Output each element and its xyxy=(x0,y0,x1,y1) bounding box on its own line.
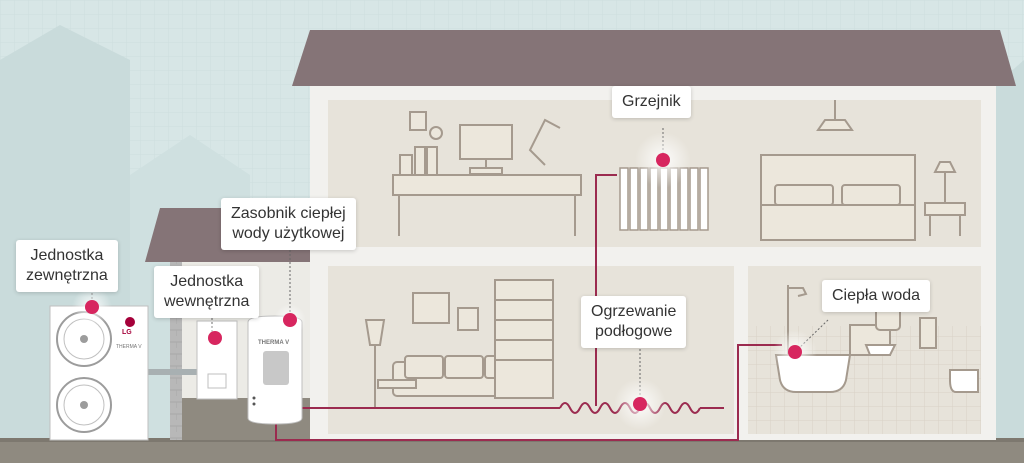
callout-radiator-line1: Grzejnik xyxy=(622,93,681,110)
water-tank xyxy=(247,315,303,425)
marker-outdoor-unit xyxy=(85,300,99,314)
outdoor-unit-brand-label: THERMA V xyxy=(116,344,142,350)
outdoor-unit xyxy=(49,305,149,441)
marker-hot-water xyxy=(788,345,802,359)
bathroom-fixtures xyxy=(774,285,979,393)
callout-water-tank-line2: wody użytkowej xyxy=(232,225,345,242)
living-room-furniture xyxy=(364,279,554,408)
callout-water-tank: Zasobnik ciepłej wody użytkowej xyxy=(221,198,356,250)
callout-outdoor-unit-line1: Jednostka xyxy=(30,247,104,264)
callout-hot-water-line1: Ciepła woda xyxy=(832,287,921,304)
callout-water-tank-line1: Zasobnik ciepłej xyxy=(231,205,346,222)
ground xyxy=(0,440,1024,463)
lg-logo: LG xyxy=(122,329,132,336)
callout-floor-heating: Ogrzewanie podłogowe xyxy=(581,296,687,348)
callout-radiator: Grzejnik xyxy=(612,86,691,118)
marker-indoor-unit xyxy=(208,331,222,345)
callout-floor-heating-line1: Ogrzewanie xyxy=(591,303,677,320)
callout-floor-heating-line2: podłogowe xyxy=(594,323,673,340)
callout-indoor-unit-line2: wewnętrzna xyxy=(164,293,250,310)
marker-radiator xyxy=(656,153,670,167)
roof xyxy=(292,30,1016,86)
desk xyxy=(392,111,582,236)
water-tank-brand-label: THERMA V xyxy=(258,340,290,346)
callout-outdoor-unit-line2: zewnętrzna xyxy=(26,267,108,284)
markers xyxy=(72,132,817,430)
callout-indoor-unit-line1: Jednostka xyxy=(170,273,244,290)
bed xyxy=(760,100,966,241)
callout-hot-water: Ciepła woda xyxy=(822,280,931,312)
marker-floor-heating xyxy=(633,397,647,411)
callout-outdoor-unit: Jednostka zewnętrzna xyxy=(16,240,118,292)
marker-water-tank xyxy=(283,313,297,327)
callout-indoor-unit: Jednostka wewnętrzna xyxy=(154,266,260,318)
radiator xyxy=(619,167,709,231)
